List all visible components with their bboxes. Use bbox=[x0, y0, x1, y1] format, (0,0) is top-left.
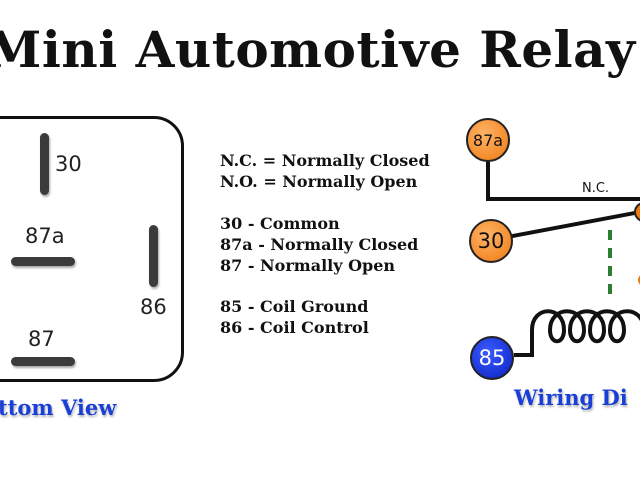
legend-line-no: N.O. = Normally Open bbox=[220, 172, 418, 191]
pin-86 bbox=[149, 225, 158, 287]
nc-label: N.C. bbox=[582, 181, 609, 196]
bottom-view-caption: ttom View bbox=[0, 395, 117, 420]
wiring-diagram: N.C. bbox=[486, 152, 640, 357]
terminal-87-partial bbox=[634, 202, 640, 222]
terminal-87a: 87a bbox=[466, 118, 510, 162]
pin-87-label: 87 bbox=[28, 327, 55, 351]
pin-86-label: 86 bbox=[140, 295, 167, 319]
pin-87 bbox=[11, 357, 75, 366]
legend-line-86: 86 - Coil Control bbox=[220, 318, 369, 337]
armature-30 bbox=[501, 210, 640, 240]
legend-line-nc: N.C. = Normally Closed bbox=[220, 151, 430, 170]
terminal-30: 30 bbox=[469, 219, 513, 263]
legend-line-87: 87 - Normally Open bbox=[220, 256, 396, 275]
pin-30 bbox=[40, 133, 49, 195]
pin-87a bbox=[11, 257, 75, 266]
pin-87a-label: 87a bbox=[25, 224, 65, 248]
wire-87a bbox=[486, 152, 640, 201]
wiring-caption: Wiring Di bbox=[514, 385, 628, 410]
relay-bottom-view: 30 87a 86 87 bbox=[0, 116, 184, 382]
page-title: Mini Automotive Relay bbox=[0, 20, 636, 79]
coil-wire bbox=[514, 330, 534, 357]
terminal-85: 85 bbox=[470, 336, 514, 380]
pin-30-label: 30 bbox=[55, 152, 82, 176]
coil-icon bbox=[530, 309, 640, 344]
legend-line-85: 85 - Coil Ground bbox=[220, 297, 369, 316]
legend-line-30: 30 - Common bbox=[220, 214, 340, 233]
legend-line-87a: 87a - Normally Closed bbox=[220, 235, 419, 254]
